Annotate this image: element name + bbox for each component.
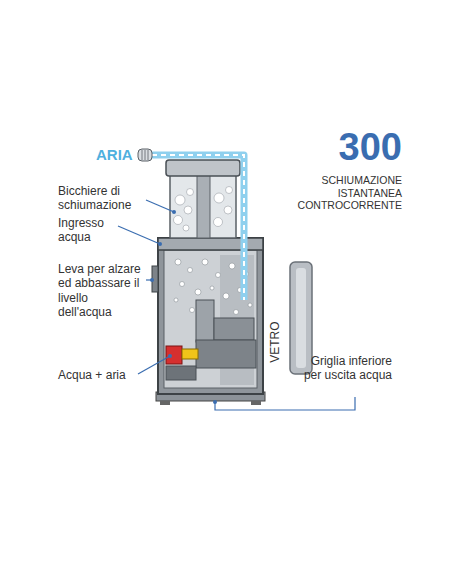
part-label: Leva per alzare ed abbassare il livello … [58,262,144,320]
leader-dots [150,210,217,404]
feature-text: SCHIUMAZIONE ISTANTANEA CONTROCORRENTE [282,174,402,212]
air-path [152,155,244,300]
skimmer-foot [160,401,170,405]
pump-nozzle [182,349,198,359]
part-label: Acqua + aria [58,368,138,382]
air-path-dash [152,155,244,300]
part-label: Bicchiere di schiumazione [58,184,144,213]
air-intake [138,149,152,161]
part-label: Griglia inferiore per uscita acqua [300,354,392,383]
pump-riser [196,300,214,342]
model-number: 300 [300,128,402,166]
pump-housing [214,318,254,340]
glass-panel-shine [296,268,306,368]
cup-riser [197,175,210,238]
glass-label: VETRO [269,321,283,362]
pump-venturi [166,346,182,364]
part-label: Ingresso acqua [58,216,118,245]
pump-base [166,366,196,380]
glass-panel [290,262,312,374]
cup-lid [166,160,240,176]
skimmer-foot [251,401,261,405]
pump-motor [196,340,256,368]
air-label: ARIA [96,146,138,164]
foam [174,187,233,232]
collection-cup [170,175,236,238]
